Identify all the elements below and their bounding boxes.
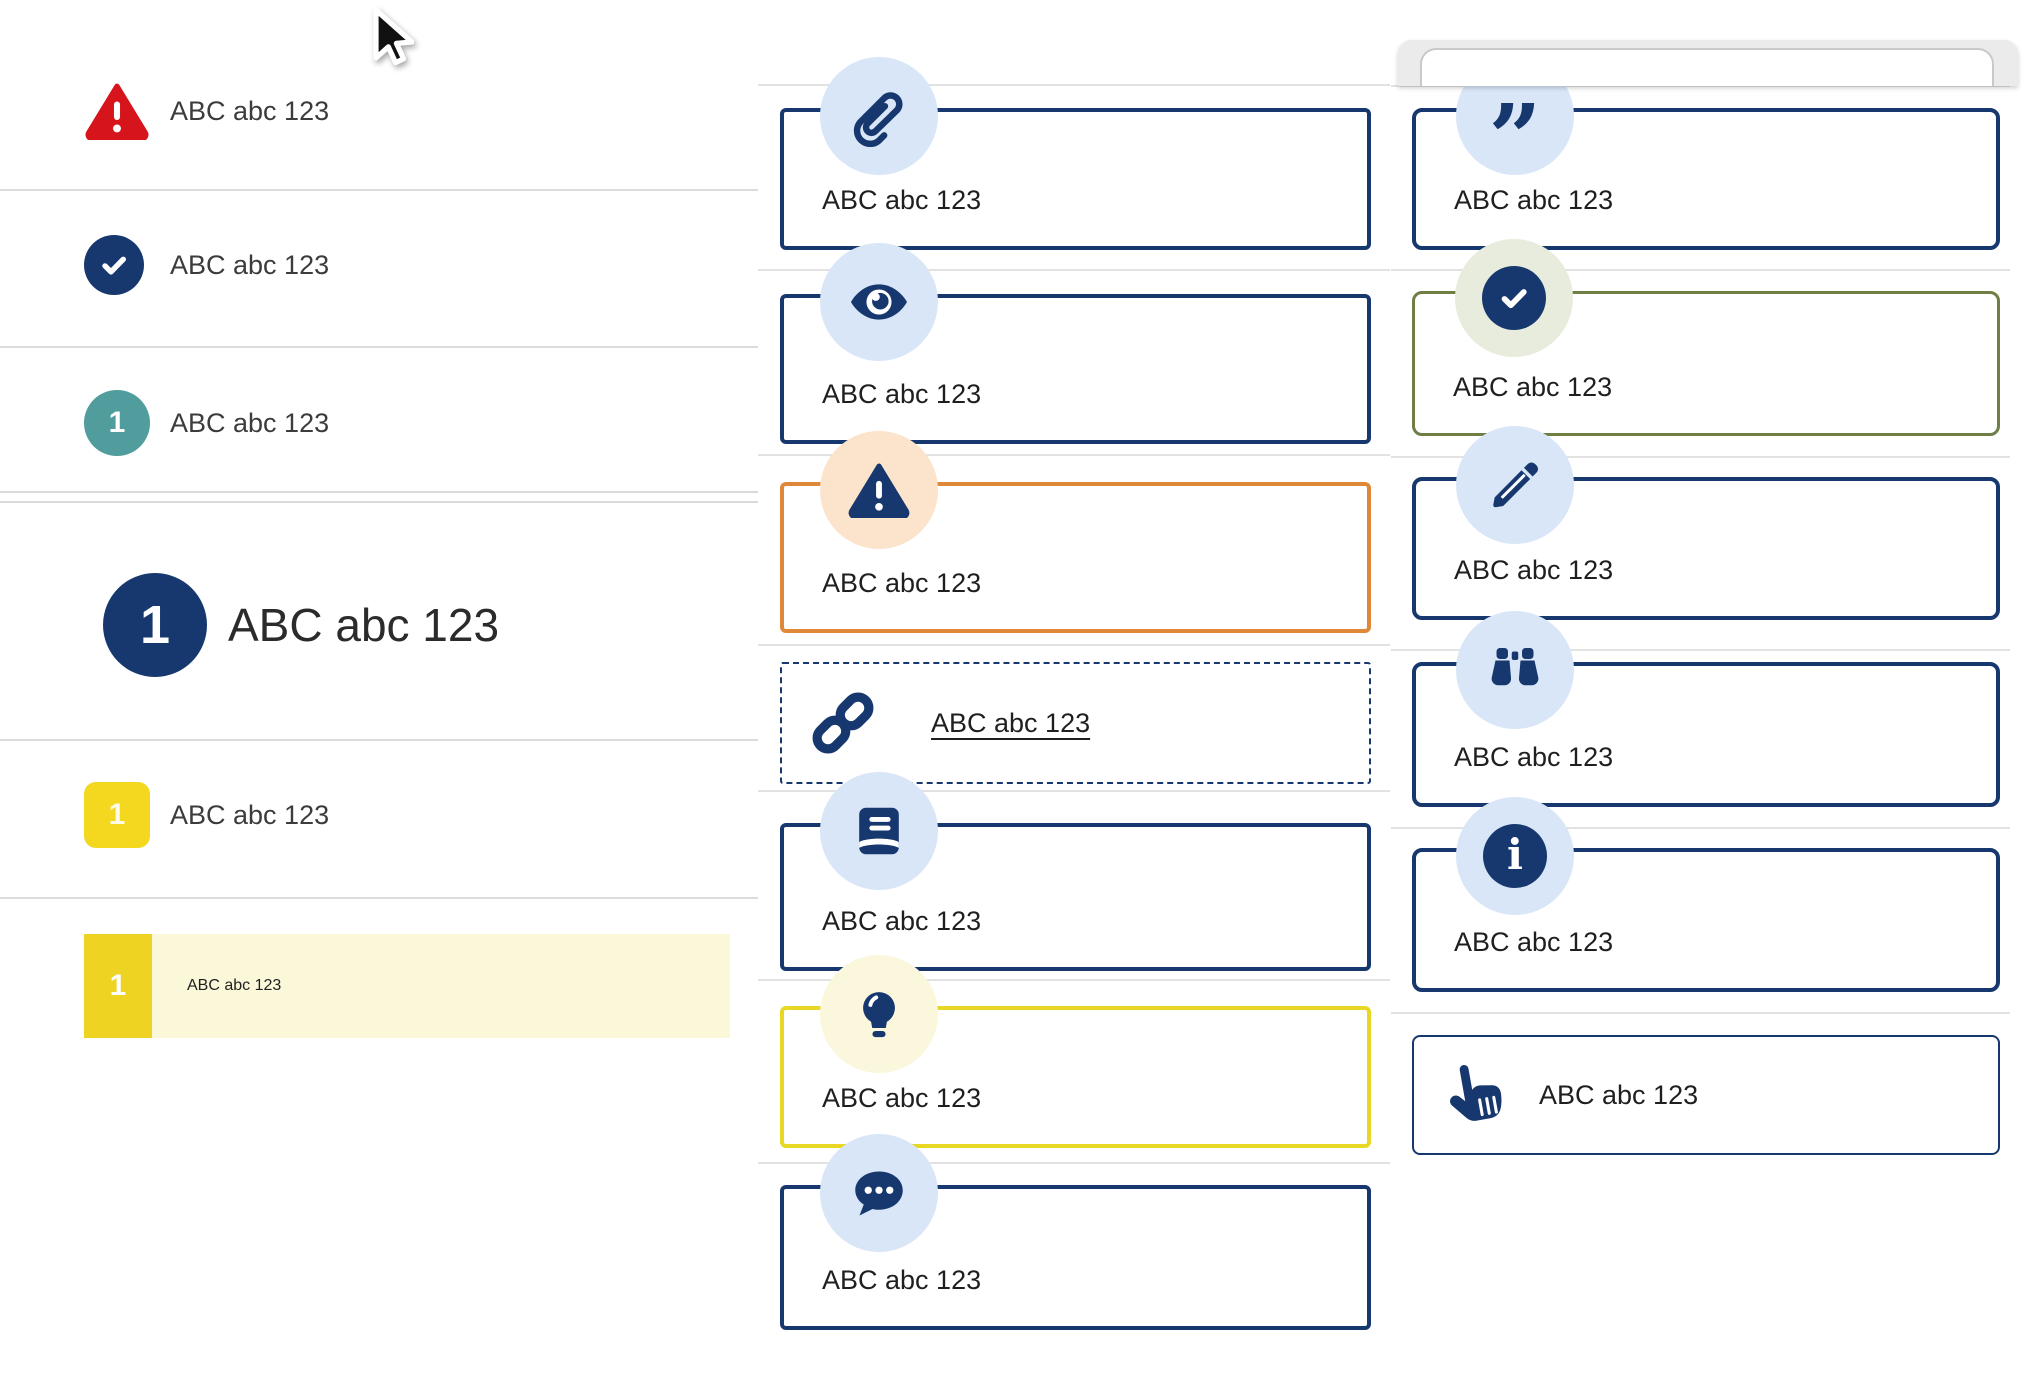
link-icon [812, 692, 874, 754]
link-label[interactable]: ABC abc 123 [931, 707, 1091, 738]
divider [758, 644, 1390, 646]
divider [0, 501, 758, 503]
callout-comment: ABC abc 123 [780, 1134, 1371, 1330]
badge-number: 1 [139, 595, 171, 655]
book-icon [820, 772, 938, 890]
pencil-icon [1456, 426, 1574, 544]
warning-triangle-icon [820, 431, 938, 549]
window-card [1420, 48, 1994, 86]
check-circle-icon [84, 235, 144, 295]
divider [0, 739, 758, 741]
divider [1391, 649, 2010, 651]
eye-icon [820, 243, 938, 361]
callout-label: ABC abc 123 [1454, 185, 1614, 215]
callout-label: ABC abc 123 [822, 185, 982, 215]
divider [758, 790, 1390, 792]
divider [0, 346, 758, 348]
divider [0, 897, 758, 899]
callout-tip: ABC abc 123 [780, 955, 1371, 1148]
info-circle-icon: i [1456, 797, 1574, 915]
callout-label: ABC abc 123 [1453, 372, 1613, 402]
divider [0, 189, 758, 191]
divider [1391, 827, 2010, 829]
callout-edit: ABC abc 123 [1412, 426, 2000, 620]
speech-bubble-icon [820, 1134, 938, 1252]
window-top-edge [1398, 40, 2018, 86]
callout-label: ABC abc 123 [1539, 1079, 1699, 1110]
list-item-label: ABC abc 123 [170, 407, 330, 438]
list-item-label: ABC abc 123 [228, 599, 500, 651]
callout-success: ABC abc 123 [1412, 239, 2000, 436]
divider [1391, 85, 2010, 87]
info-glyph: i [1507, 829, 1523, 879]
badge-number: 1 [108, 406, 126, 439]
lightbulb-icon [820, 955, 938, 1073]
teal-number-badge: 1 [84, 390, 150, 456]
divider [758, 1162, 1390, 1164]
callout-action: ABC abc 123 [1412, 1035, 2000, 1155]
callout-quote: ” ABC abc 123 [1412, 57, 2000, 250]
list-item-check: ABC abc 123 [84, 235, 329, 295]
list-item-alert: ABC abc 123 [85, 80, 329, 142]
arrow-cursor [373, 7, 414, 66]
callout-label: ABC abc 123 [822, 1083, 982, 1113]
callout-eye: ABC abc 123 [780, 243, 1371, 444]
callout-label: ABC abc 123 [1454, 927, 1614, 957]
hand-pointer-icon [1450, 1065, 1502, 1121]
callout-info: i ABC abc 123 [1412, 797, 2000, 992]
callout-label: ABC abc 123 [1454, 742, 1614, 772]
callout-attachment: ABC abc 123 [780, 57, 1371, 250]
callout-label: ABC abc 123 [822, 379, 982, 409]
divider [758, 84, 1390, 86]
alert-triangle-icon [85, 83, 149, 140]
callout-book: ABC abc 123 [780, 772, 1371, 971]
yellow-number-square: 1 [84, 934, 152, 1038]
list-item-label: ABC abc 123 [170, 249, 330, 280]
paperclip-icon [820, 57, 938, 175]
yellow-number-square: 1 [84, 782, 150, 848]
divider [1391, 456, 2010, 458]
divider [0, 491, 758, 493]
binoculars-icon [1456, 611, 1574, 729]
large-navy-number-badge: 1 [103, 573, 207, 677]
list-item-label: ABC abc 123 [187, 977, 282, 994]
list-item-step-yellow-highlighted[interactable]: 1 ABC abc 123 [84, 934, 730, 1038]
list-item-step-yellow: 1 ABC abc 123 [84, 782, 329, 848]
list-item-step-teal: 1 ABC abc 123 [84, 390, 329, 456]
callout-find: ABC abc 123 [1412, 611, 2000, 807]
callout-label: ABC abc 123 [822, 568, 982, 598]
divider [1391, 269, 2010, 271]
divider [1391, 1012, 2010, 1014]
list-item-label: ABC abc 123 [170, 799, 330, 830]
badge-number: 1 [109, 969, 127, 1002]
callout-link[interactable]: ABC abc 123 [780, 662, 1371, 784]
callout-warning: ABC abc 123 [780, 431, 1371, 633]
callout-label: ABC abc 123 [1454, 555, 1614, 585]
badge-number: 1 [108, 798, 126, 831]
divider [758, 269, 1390, 271]
divider [758, 454, 1390, 456]
divider [758, 979, 1390, 981]
callout-label: ABC abc 123 [822, 1265, 982, 1295]
check-circle-icon [1455, 239, 1573, 357]
list-item-step-large: 1 ABC abc 123 [103, 573, 499, 677]
list-item-label: ABC abc 123 [170, 95, 330, 126]
callout-label: ABC abc 123 [822, 906, 982, 936]
